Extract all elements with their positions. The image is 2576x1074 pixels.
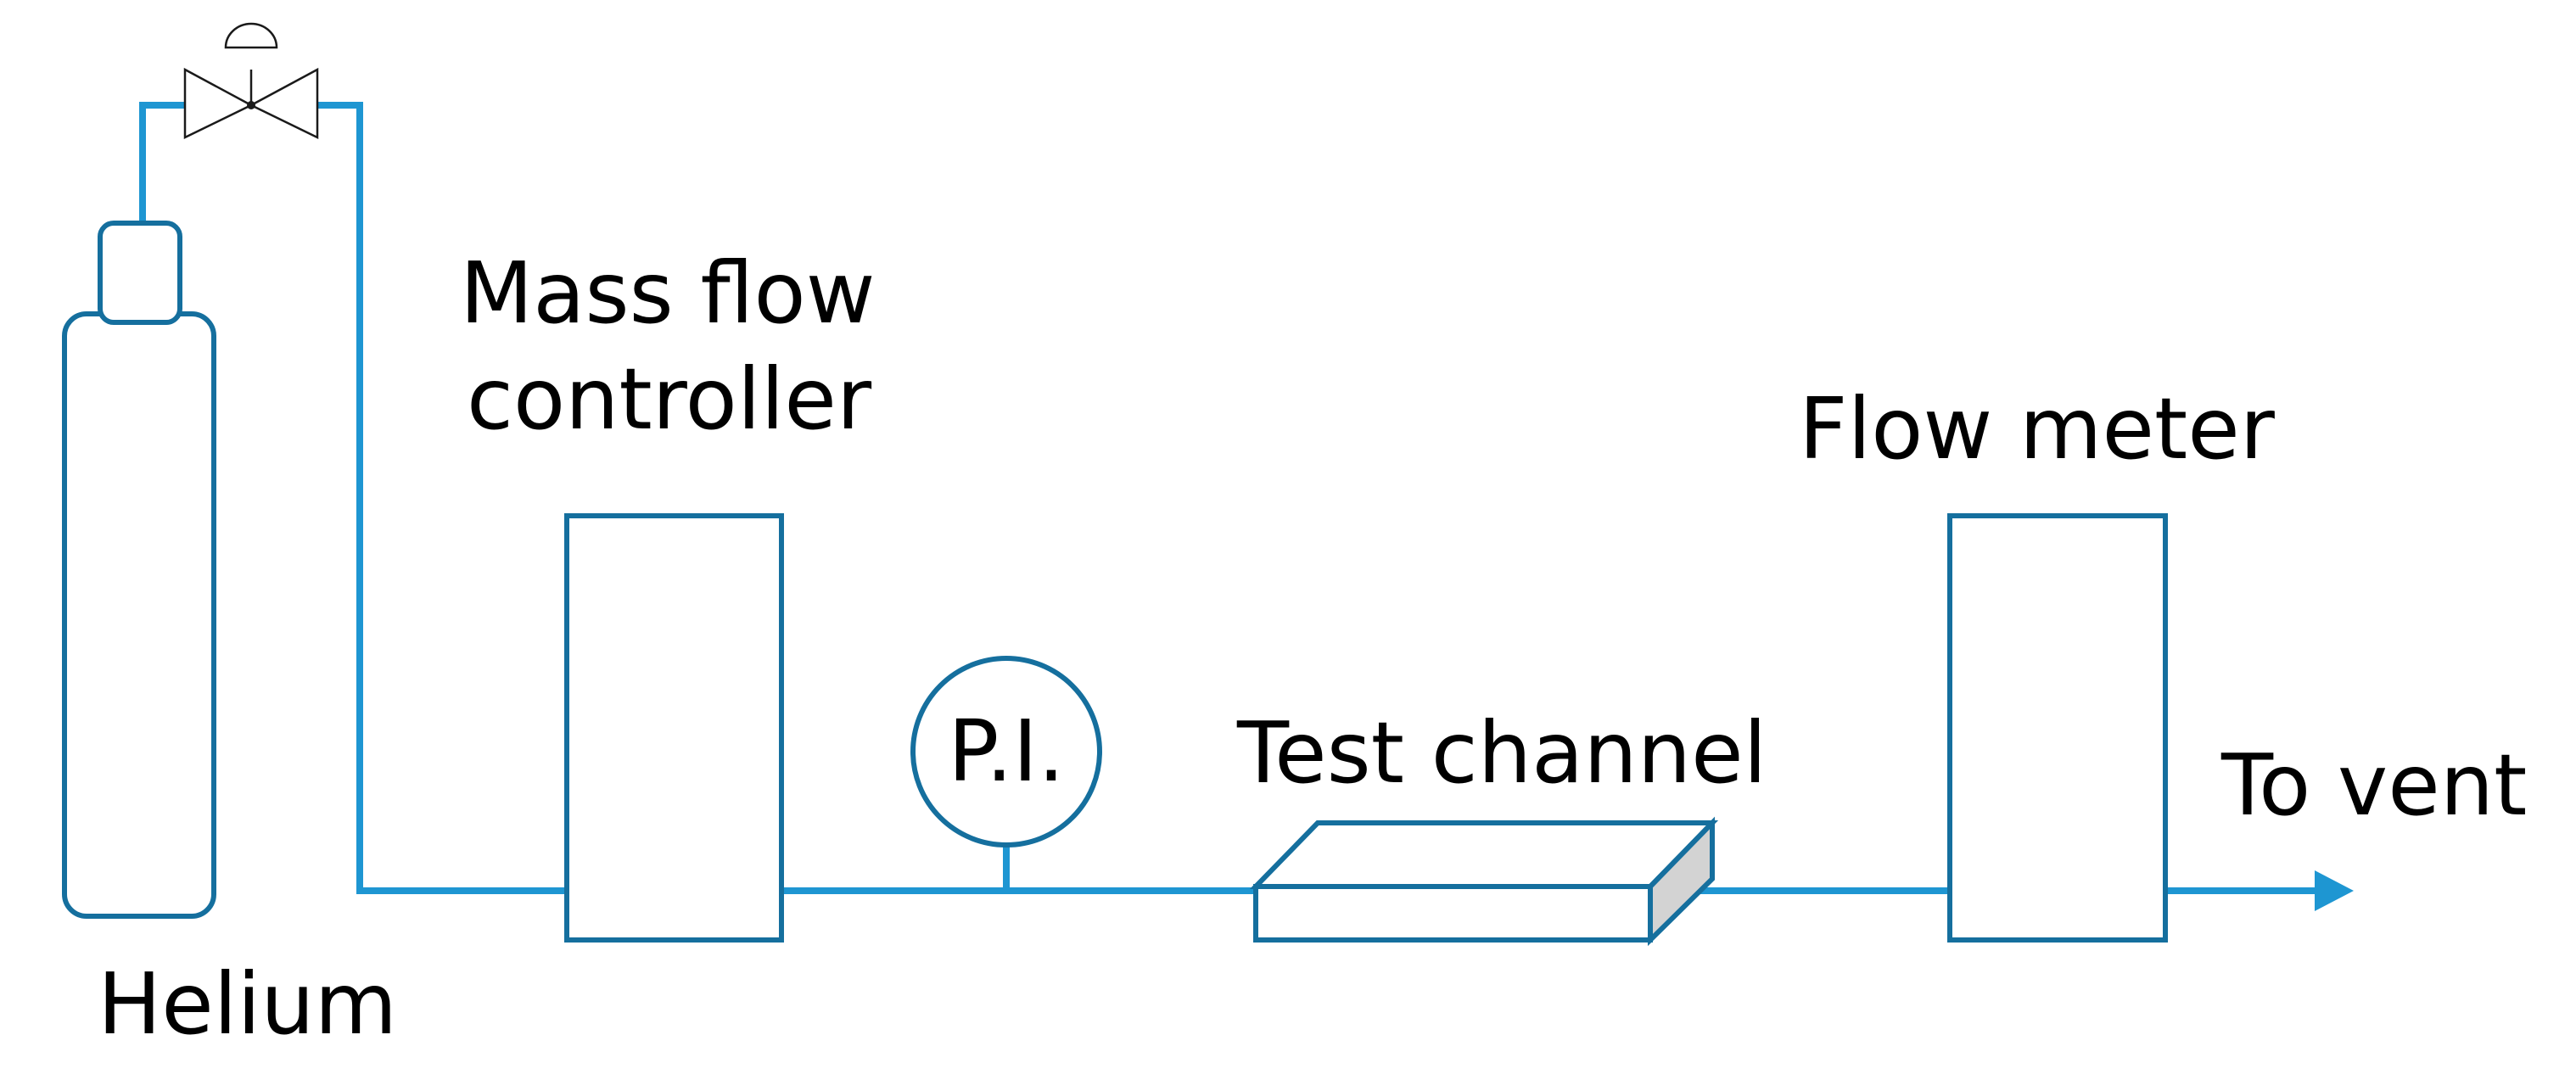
flow-meter-label: Flow meter	[1799, 379, 2276, 478]
mass-flow-controller-label-line1: Mass flow	[460, 243, 876, 343]
helium-cylinder	[62, 221, 216, 919]
pipe-valve-to-mfc	[316, 102, 567, 894]
test-channel	[1249, 816, 1719, 947]
flow-meter-box	[1947, 513, 2168, 943]
test-channel-front-face	[1253, 884, 1653, 943]
cylinder-cap	[98, 221, 182, 325]
to-vent-label: To vent	[2220, 736, 2527, 835]
mass-flow-controller-box	[564, 513, 784, 943]
pressure-indicator-gauge	[910, 656, 1102, 847]
vent-arrowhead	[2315, 870, 2354, 911]
pipe-network	[139, 102, 2354, 911]
helium-label: Helium	[98, 954, 397, 1054]
pressure-indicator-label: P.I.	[948, 702, 1065, 801]
pipe-cylinder-to-valve	[139, 102, 187, 222]
test-channel-label: Test channel	[1236, 703, 1767, 803]
test-channel-top-face	[1249, 820, 1719, 889]
valve-icon	[183, 22, 319, 139]
mass-flow-controller-label-line2: controller	[467, 350, 872, 449]
cylinder-body	[62, 311, 216, 919]
